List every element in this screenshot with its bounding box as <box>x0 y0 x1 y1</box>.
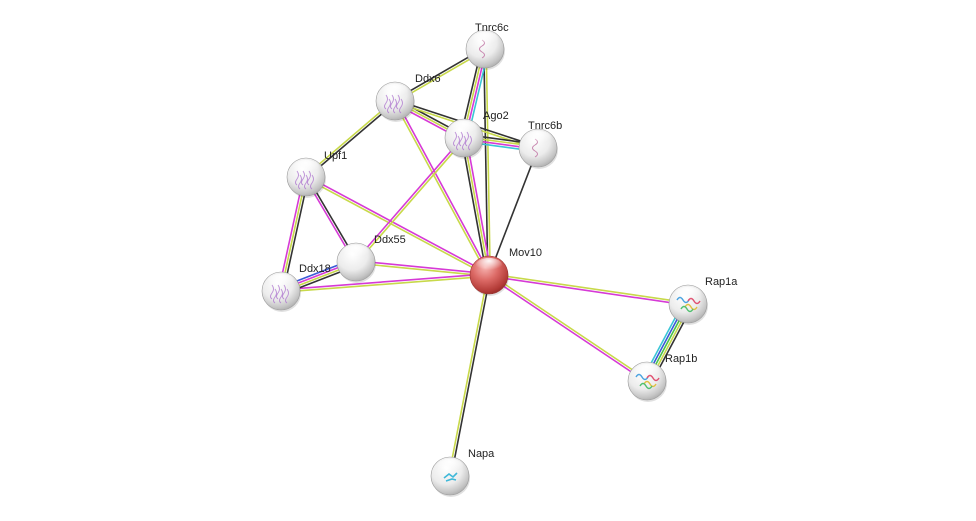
node-ddx18[interactable]: Ddx18 <box>261 263 331 312</box>
node-highlight <box>524 130 552 147</box>
node-tnrc6b[interactable]: Tnrc6b <box>518 120 562 169</box>
node-ago2[interactable]: Ago2 <box>444 110 509 159</box>
node-label: Upf1 <box>324 150 347 162</box>
edge-mov10-ago2[interactable] <box>460 137 493 276</box>
node-rap1b[interactable]: Rap1b <box>627 353 697 402</box>
node-highlight <box>292 159 320 176</box>
edge-line-black <box>450 275 491 477</box>
node-label: Ddx6 <box>415 73 441 85</box>
edge-ago2-ddx55[interactable] <box>354 136 466 264</box>
edge-mov10-upf1[interactable] <box>305 175 490 277</box>
node-label: Mov10 <box>509 247 542 259</box>
edge-mov10-ddx6[interactable] <box>393 100 491 276</box>
node-label: Ddx18 <box>299 263 331 275</box>
edge-mov10-tnrc6b[interactable] <box>488 147 539 276</box>
edge-mov10-rap1a[interactable] <box>488 273 689 306</box>
edge-line-yellow <box>355 262 489 277</box>
edge-mov10-ddx18[interactable] <box>280 273 490 293</box>
edge-line-yellow <box>280 176 307 292</box>
edge-line-magenta <box>356 260 490 275</box>
node-tnrc6c[interactable]: Tnrc6c <box>465 22 509 70</box>
node-label: Ago2 <box>483 110 509 122</box>
node-rap1a[interactable]: Rap1a <box>668 276 738 325</box>
edge-line-black <box>306 101 397 179</box>
edge-mov10-rap1b[interactable] <box>487 273 649 383</box>
edge-line-black <box>488 147 539 276</box>
edge-line-yellow <box>281 275 490 293</box>
edge-line-magenta <box>277 176 305 291</box>
edge-line-magenta <box>280 273 489 291</box>
edge-line-magenta <box>395 100 491 275</box>
edge-upf1-ddx18[interactable] <box>277 176 310 292</box>
edge-line-yellow <box>489 273 689 304</box>
edge-line-yellow <box>393 101 489 276</box>
edge-line-yellow <box>489 273 649 381</box>
node-ddx6[interactable]: Ddx6 <box>375 73 441 122</box>
edge-upf1-ddx6[interactable] <box>304 99 397 179</box>
node-highlight <box>450 120 478 137</box>
node-highlight <box>381 83 409 100</box>
node-mov10[interactable]: Mov10 <box>469 247 542 296</box>
edge-line-magenta <box>488 275 688 306</box>
edge-line-yellow <box>356 138 466 264</box>
protein-structure-icon <box>270 284 289 304</box>
node-highlight <box>342 244 370 261</box>
edge-mov10-ddx55[interactable] <box>355 260 490 277</box>
protein-structure-icon <box>384 94 403 114</box>
node-highlight <box>475 257 503 274</box>
edge-line-yellow <box>305 177 489 277</box>
node-highlight <box>267 273 295 290</box>
edge-line-magenta <box>306 175 490 275</box>
node-upf1[interactable]: Upf1 <box>286 150 347 198</box>
node-highlight <box>436 458 464 475</box>
node-label: Rap1a <box>705 276 738 288</box>
edge-mov10-tnrc6c[interactable] <box>483 48 491 276</box>
edge-line-magenta <box>354 136 464 262</box>
edge-line-black <box>460 138 488 276</box>
node-highlight <box>471 31 499 48</box>
edge-line-yellow <box>485 48 491 275</box>
node-ddx55[interactable]: Ddx55 <box>336 234 406 283</box>
node-highlight <box>674 286 702 303</box>
protein-structure-icon <box>453 131 472 151</box>
small-structure-icon <box>443 472 458 482</box>
node-label: Napa <box>468 448 495 460</box>
edge-line-black <box>483 49 489 276</box>
protein-structure-icon <box>295 170 314 190</box>
node-label: Tnrc6b <box>528 120 562 132</box>
edge-line-magenta <box>465 137 493 275</box>
edge-line-yellow <box>448 274 489 476</box>
node-napa[interactable]: Napa <box>430 448 495 497</box>
edge-line-yellow <box>463 137 490 276</box>
edge-mov10-napa[interactable] <box>448 274 491 477</box>
node-label: Tnrc6c <box>475 22 509 34</box>
edge-line-yellow <box>304 99 395 177</box>
node-highlight <box>633 363 661 380</box>
edge-line-black <box>282 177 310 292</box>
edge-line-magenta <box>487 275 647 383</box>
node-layer: Mov10 Tnrc6cDdx6Ago2Tnrc6bUpf1Ddx55Ddx18R… <box>261 22 738 497</box>
node-label: Ddx55 <box>374 234 406 246</box>
node-label: Rap1b <box>665 353 697 365</box>
